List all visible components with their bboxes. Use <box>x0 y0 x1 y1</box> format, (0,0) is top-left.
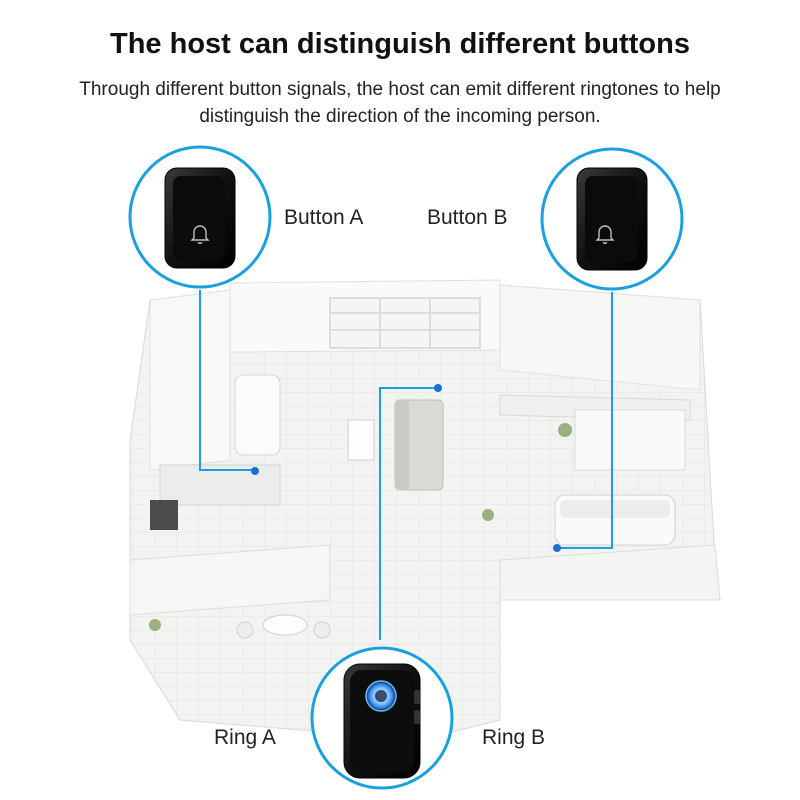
bookshelf <box>329 297 481 349</box>
bell-icon <box>190 225 210 245</box>
button-a-link <box>199 290 255 471</box>
ring-b-label: Ring B <box>482 726 546 749</box>
receiver-callout <box>310 646 454 790</box>
front-wall-right <box>499 544 721 601</box>
plant <box>482 509 494 521</box>
dining-table <box>236 614 331 639</box>
wardrobe <box>574 409 686 471</box>
plant <box>149 619 161 631</box>
front-wall-left <box>129 544 331 616</box>
receiver-link <box>379 387 438 640</box>
side-switch[interactable] <box>414 690 420 704</box>
button-b-link <box>558 292 613 549</box>
cooktop <box>150 500 178 530</box>
coffee-table <box>347 419 375 461</box>
sofa <box>394 399 444 491</box>
button-a-callout <box>128 145 272 289</box>
plant <box>558 423 572 437</box>
page-title: The host can distinguish different butto… <box>110 28 690 60</box>
button-a-label: Button A <box>284 206 364 229</box>
bell-icon <box>595 225 615 245</box>
side-switch[interactable] <box>414 710 420 724</box>
location-dot-button-a <box>251 467 259 475</box>
ring-a-label: Ring A <box>214 726 276 749</box>
signal-connection-lines <box>199 290 613 640</box>
button-b-label: Button B <box>427 206 508 229</box>
bed <box>554 494 676 546</box>
button-b-callout <box>540 147 684 291</box>
apartment-floor-plan <box>129 279 721 741</box>
location-dot-button-b <box>553 544 561 552</box>
kitchen-counter <box>159 464 281 506</box>
bathtub <box>234 374 281 456</box>
page-subtitle: Through different button signals, the ho… <box>79 79 721 127</box>
bathroom-wall <box>149 289 231 471</box>
location-dot-receiver <box>434 384 442 392</box>
back-wall-bedroom <box>499 284 701 391</box>
